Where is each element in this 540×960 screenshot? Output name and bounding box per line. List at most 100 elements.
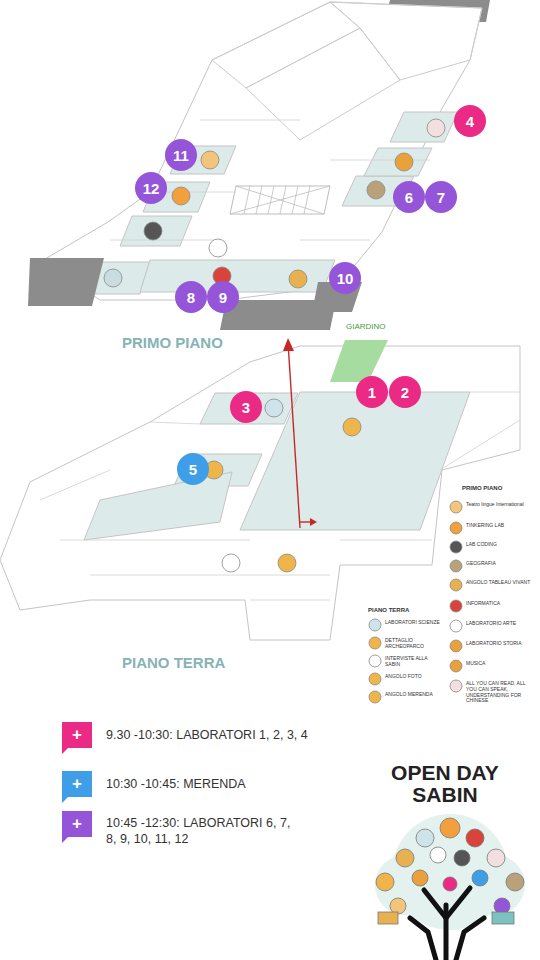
badge [62,771,92,803]
callout-number: 12 [143,180,160,197]
stair-steps [230,186,330,214]
schedule-badges [62,722,92,843]
legend-entry: MUSICA [449,659,532,673]
floor-plan: PRIMO PIANO41112671089 [20,0,520,356]
callout-number: 10 [337,270,354,287]
room-icons [104,269,122,287]
lab-number-circle: 10 [329,262,361,294]
legend-text: GEOGRAFIA [466,559,532,567]
lab-number-circle: 12 [135,172,167,204]
room-icons [343,418,361,436]
room [120,216,192,246]
legend-entry: LAB CODING [449,540,532,554]
lab-number-circle: 3 [230,391,262,423]
legend-entry: LABORATORIO STORIA [449,639,532,653]
legend-icon [449,679,463,693]
tree-illustration [375,814,525,960]
lab-number-circle: 9 [207,281,239,313]
legend-icon-shape [369,637,381,649]
legend-icon [368,618,382,632]
lab-number-circle: 6 [393,181,425,213]
legend-entry: INTERVISTE ALLA SABIN [368,654,441,668]
wall-lines [60,540,250,541]
legend-icon [449,540,463,554]
legend-icon [449,619,463,633]
legend-text: ANGOLO TABLEAU VIVANT [466,578,532,586]
room-icons [222,554,240,572]
room-icons [144,222,162,240]
callout-number: 11 [173,147,189,164]
stair-steps [292,186,298,214]
legend-icon-shape [450,660,462,672]
wall-lines [200,120,300,121]
room-icons [201,151,219,169]
stair-steps [230,186,330,214]
badge [62,811,92,843]
tree-illustration [416,829,434,847]
legend-icon-shape [450,640,462,652]
room [364,148,432,176]
room-icons [427,119,445,137]
wall-lines [470,392,520,393]
legend-icon [449,521,463,535]
callout-number: 6 [405,189,413,206]
legend-icon-shape [450,579,462,591]
legend-entry: LABORATORI SCIENZE [368,618,441,632]
page-title: OPEN DAY SABIN [380,762,510,806]
tree-illustration [487,849,505,867]
room-icons [278,554,296,572]
callout-number: 1 [368,384,376,401]
legend-icon [368,690,382,704]
room-icons [265,399,283,417]
stairs-arrow [289,350,301,528]
room-icons [209,239,227,257]
lab-number-circle: 2 [389,376,421,408]
legend-entry: GEOGRAFIA [449,559,532,573]
first-floor-drawing [28,0,490,330]
legend-icon-shape [450,560,462,572]
garden [330,340,388,382]
legend-icon [449,500,463,514]
schedule-text: 10:30 -10:45: MERENDA [106,776,246,792]
callout-number: 2 [401,384,409,401]
wall-lines [440,420,520,470]
wall-lines [300,240,370,241]
stairs [230,186,330,214]
callout-number: 5 [189,461,197,478]
wall-lines [330,160,430,161]
room-icons [205,399,361,572]
schedule-text: 9.30 -10:30: LABORATORI 1, 2, 3, 4 [106,727,308,743]
legend-icon [449,659,463,673]
wall-lines [250,600,330,601]
wing [212,2,360,88]
stairs-arrow [283,338,294,351]
lab-number-circle: 4 [454,105,486,137]
legend-icon [449,578,463,592]
tree-illustration [396,849,414,867]
legend-icon-shape [369,619,381,631]
legend-entry: DETTAGLIO ARCHEOPARCO [368,636,441,650]
tree-illustration [456,918,484,960]
legend-text: LABORATORIO ARTE [466,619,532,627]
legend-text: INTERVISTE ALLA SABIN [385,654,441,668]
legend-text: Teatro lingue International [466,500,532,508]
footprint [40,2,482,300]
legend-icon [449,599,463,613]
legend-icon [368,672,382,686]
dark-block [28,258,104,306]
stair-steps [256,186,262,214]
tree-illustration [492,912,514,924]
legend-icon [449,559,463,573]
callout-number: 4 [466,113,474,130]
legend-icon-shape [450,680,462,692]
legend-icon [368,654,382,668]
stair-steps [268,186,274,214]
callout-number: 9 [219,289,227,306]
tree-illustration [472,870,488,886]
tree-illustration [506,873,524,891]
legend-icon-shape [369,673,381,685]
legend-icon-shape [450,501,462,513]
wall-lines [340,540,432,541]
legend-icon [368,636,382,650]
lab-number-circle: 7 [425,181,457,213]
